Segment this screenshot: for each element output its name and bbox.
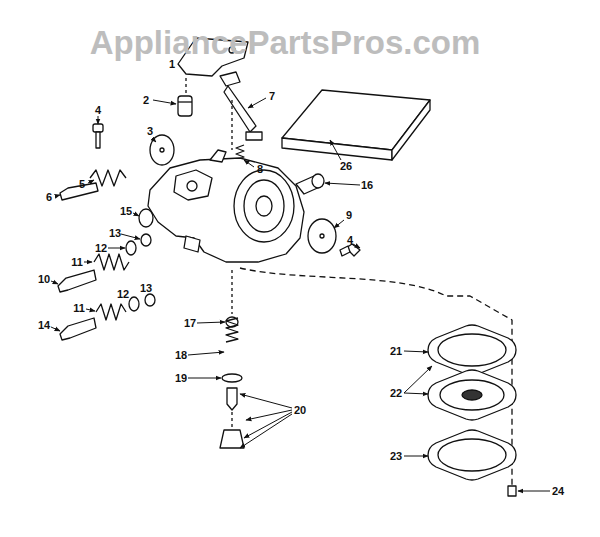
callout-number: 14 — [38, 320, 50, 331]
callout-number: 26 — [340, 161, 352, 172]
callout-number: 24 — [552, 486, 564, 497]
callout-number: 3 — [147, 126, 153, 137]
callout-number: 4 — [347, 235, 353, 246]
callout-number: 11 — [73, 303, 85, 314]
callout-number: 16 — [361, 180, 373, 191]
callout-number: 12 — [95, 243, 107, 254]
callout-number: 22 — [390, 388, 402, 399]
callout-number: 2 — [143, 95, 149, 106]
callout-number: 19 — [175, 373, 187, 384]
callout-number: 6 — [46, 192, 52, 203]
callout-number: 23 — [390, 451, 402, 462]
callout-number: 11 — [71, 257, 83, 268]
callout-number: 9 — [346, 210, 352, 221]
callout-number: 4 — [95, 105, 101, 116]
callout-number: 8 — [257, 164, 263, 175]
callout-number: 1 — [169, 59, 175, 70]
callout-number: 21 — [390, 346, 402, 357]
callout-number: 15 — [120, 206, 132, 217]
callout-number: 20 — [294, 405, 306, 416]
callout-number: 10 — [38, 274, 50, 285]
callout-number: 13 — [109, 228, 121, 239]
callout-number: 5 — [79, 179, 85, 190]
callout-number: 17 — [184, 318, 196, 329]
callout-number: 12 — [117, 289, 129, 300]
callout-number: 7 — [269, 91, 275, 102]
callout-number: 18 — [175, 350, 187, 361]
callout-number: 13 — [140, 283, 152, 294]
watermark: AppliancePartsPros.com — [90, 26, 481, 59]
